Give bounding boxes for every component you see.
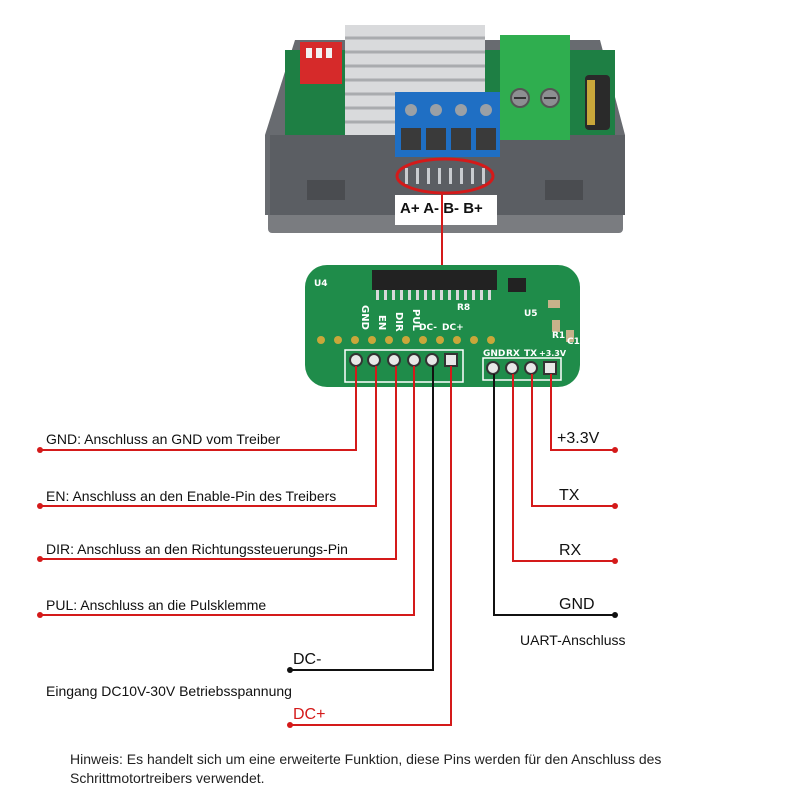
pcb-pin-label-dc-plus: DC+: [442, 323, 464, 333]
label-supply: Eingang DC10V-30V Betriebsspannung: [46, 683, 292, 699]
wire-en: [40, 366, 377, 507]
green-terminal: [500, 35, 570, 140]
pcb-label-r1: R1: [552, 331, 565, 341]
label-dc-plus: DC+: [293, 706, 326, 723]
wire-gnd: [40, 366, 357, 451]
pcb-label-r8: R8: [457, 303, 470, 313]
label-uart-gnd: GND: [559, 596, 595, 613]
label-dc-minus: DC-: [293, 651, 322, 668]
pcb-pin-label-tx: TX: [524, 349, 537, 359]
label-gnd: GND: Anschluss an GND vom Treiber: [46, 431, 281, 447]
pin-header-left: [349, 353, 458, 367]
wire-uart-gnd: [493, 374, 615, 616]
pcb-pin-label-3v3: +3.3V: [539, 349, 567, 358]
top-module: [265, 25, 625, 233]
pcb-label-c1: C1: [567, 337, 580, 347]
wire-dc-plus: [290, 366, 452, 726]
wire-end-dots: [37, 447, 618, 728]
blue-terminal: [395, 92, 500, 157]
pcb-pin-label-pul: PUL: [410, 309, 421, 331]
label-3v3: +3.3V: [557, 430, 600, 447]
label-dir: DIR: Anschluss an den Richtungssteuerung…: [46, 541, 348, 557]
label-pul: PUL: Anschluss an die Pulsklemme: [46, 597, 267, 613]
pin-header-uart: [486, 361, 557, 375]
label-uart: UART-Anschluss: [520, 632, 626, 648]
wire-pul: [40, 366, 415, 616]
pcb-pin-label-rx: RX: [506, 349, 520, 359]
label-en: EN: Anschluss an den Enable-Pin des Trei…: [46, 488, 337, 504]
pcb-label-u4: U4: [314, 279, 328, 289]
pcb-pin-label-uart-gnd: GND: [483, 349, 505, 359]
pcb-board: U4 U5 R1 R8 C1 GND EN DIR PUL DC- DC+ GN…: [305, 265, 580, 387]
case-window-right: [545, 180, 583, 200]
u5-chip: [508, 278, 526, 292]
note-text: Hinweis: Es handelt sich um eine erweite…: [70, 751, 662, 786]
pcb-pin-label-gnd: GND: [359, 305, 370, 330]
pcb-pin-label-en: EN: [376, 315, 387, 330]
label-tx: TX: [559, 487, 580, 504]
highlight-ellipse: [395, 157, 495, 195]
pcb-pin-label-dc-minus: DC-: [419, 323, 437, 333]
wire-3v3: [550, 374, 615, 451]
wire-dc-minus: [290, 366, 434, 671]
case-window-left: [307, 180, 345, 200]
wire-rx: [512, 374, 615, 562]
label-rx: RX: [559, 542, 582, 559]
wire-tx: [531, 374, 615, 507]
pcb-pin-label-dir: DIR: [393, 312, 404, 332]
chip-u4: [372, 270, 497, 290]
header-pins-top: [405, 168, 485, 184]
terminal-label-plate: [395, 195, 497, 225]
wire-dir: [40, 366, 397, 560]
terminal-labels: A+ A- B- B+: [400, 200, 483, 217]
wires: [40, 366, 615, 726]
pcb-label-u5: U5: [524, 309, 538, 319]
